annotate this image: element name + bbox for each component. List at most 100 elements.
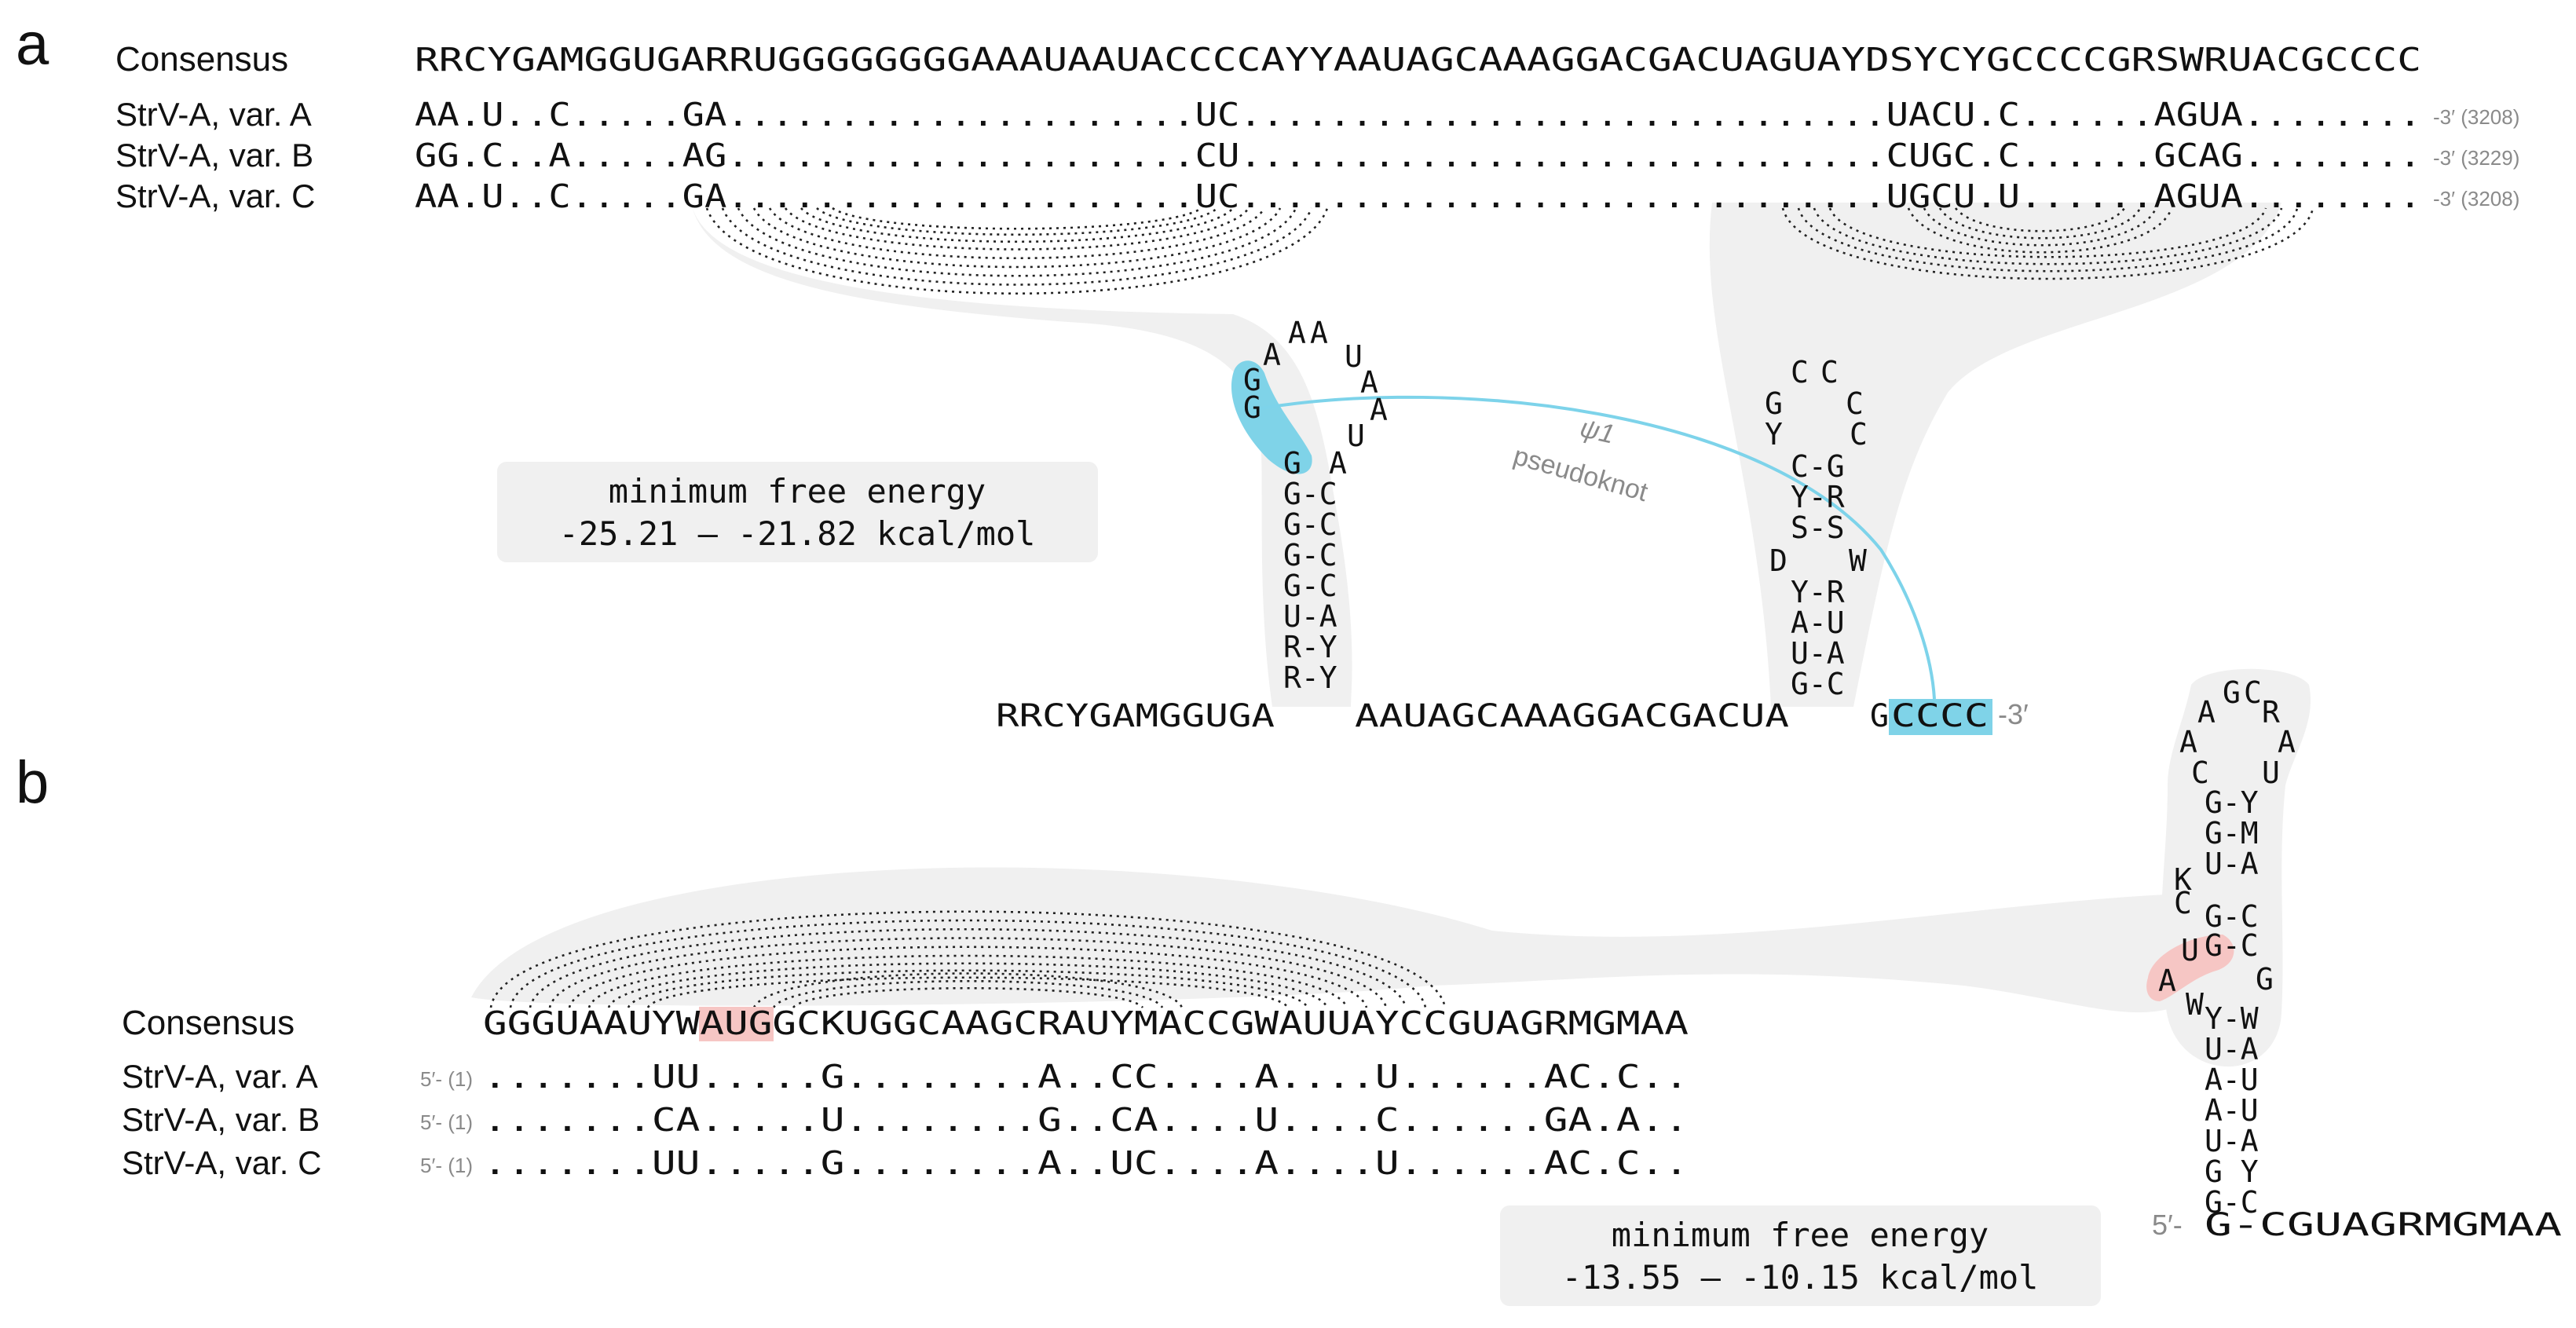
hb-pair-4: Y-W [2205,1001,2259,1036]
panel-b-variant-a-prefix: 5′- (1) [420,1067,473,1091]
hb-loop-g: G [2223,675,2241,710]
panel-a-variant-b-suffix: -3′ (3229) [2433,146,2519,170]
h1-g3: G [1283,446,1301,481]
h1-pair-3: G-C [1283,538,1337,573]
panel-b-variant-b-seq: .......CA.....U........G..CA....U....C..… [483,1101,1689,1139]
panel-b-variant-c-prefix: 5′- (1) [420,1154,473,1177]
panel-b-variant-b-prefix: 5′- (1) [420,1110,473,1134]
panel-b-variant-a-label: StrV-A, var. A [122,1058,318,1095]
hb-loop-u: U [2262,755,2280,790]
hb-pair-2: G-M [2205,816,2259,851]
panel-b-variant-b-label: StrV-A, var. B [122,1101,320,1138]
hb-loop-c2: C [2191,755,2209,790]
panel-b-consensus-pre: GGGUAAUYW [483,1004,701,1042]
panel-a-base-3prime: -3′ [1998,698,2029,730]
hb-pair-9: G Y [2205,1154,2259,1189]
h2-loop-y: Y [1765,417,1783,452]
panel-a-variant-b-seq: GG.C..A.....AG.....................CU...… [415,137,2421,174]
hairpin1-ggg-highlight [1231,360,1312,474]
panel-a-variant-c-label: StrV-A, var. C [115,177,315,214]
hb-u: U [2181,933,2199,968]
panel-a-mfe-box [497,462,1098,562]
hairpin-b-aug-highlight [2146,935,2234,1001]
hb-g: G [2256,962,2274,997]
panel-b-consensus-aug: AUG [700,1004,772,1042]
hairpin-1: A A A U A A U G G G A G-C G-C G-C G-C U-… [1243,316,1388,695]
panel-a-base-left: RRCYGAMGGUGA [996,698,1275,734]
h1-pair-4: G-C [1283,569,1337,603]
h1-loop-a2: A [1288,316,1306,350]
panel-b-letter: b [16,749,49,816]
hairpin-b: A G C R A A C U G-Y G-M U-A K C G-C U G-… [2158,675,2296,1220]
hb-pair-10: G-C [2205,1185,2259,1220]
h1-loop-a4: A [1360,365,1378,400]
h2-pair-6: U-A [1791,636,1845,671]
pseudoknot-symbol: ψ1 [1577,413,1617,450]
h2-loop-c1: C [1791,355,1809,390]
hb-pair-8: U-A [2205,1124,2259,1158]
h2-pair-1: C-G [1791,449,1845,484]
h1-g1: G [1243,363,1261,397]
shade-hairpin2 [1709,203,2281,707]
hb-loop-a2: A [2179,725,2197,759]
hb-pair-6: A-U [2205,1063,2259,1097]
panel-b-mfe-title: minimum free energy [1612,1216,1989,1254]
panel-b-consensus-label: Consensus [122,1004,295,1042]
hb-loop-r: R [2262,695,2280,730]
panel-a-consensus-seq: RRCYGAMGGUGARRUGGGGGGGGAAAUAAUACCCCAYYAA… [415,41,2421,79]
panel-a-base-cccc: CCCC [1891,698,1989,734]
panel-a-mfe-title: minimum free energy [609,472,986,510]
h2-pair-5: A-U [1791,605,1845,640]
shade-panel-b [471,867,2183,1013]
hb-pair-1: G-Y [2205,785,2259,820]
panel-a-variant-a-suffix: -3′ (3208) [2433,105,2519,129]
pseudoknot-label: pseudoknot [1510,441,1652,507]
hb-pair-3: U-A [2205,847,2259,881]
arcs-panel-b [489,910,1447,1008]
panel-a-base-g: G [1870,698,1889,734]
panel-b-variant-c-label: StrV-A, var. C [122,1144,321,1181]
h1-pair-2: G-C [1283,507,1337,542]
cccc-highlight [1889,699,1992,735]
hb-loop-a3: A [2278,725,2296,759]
h2-bulge-d: D [1769,543,1787,578]
h1-loop-a5: A [1370,393,1388,427]
h1-pair-7: R-Y [1283,660,1337,695]
hb-w: W [2186,987,2204,1022]
hb-pair-gc2: G-C [2205,928,2259,963]
h1-pair-5: U-A [1283,599,1337,634]
h1-pair-1: G-C [1283,477,1337,511]
panel-a-variant-b-label: StrV-A, var. B [115,137,313,174]
hb-pair-7: A-U [2205,1093,2259,1128]
panel-a-variant-c-seq: AA.U..C.....GA.....................UC...… [415,177,2421,215]
h2-loop-c3: C [1846,386,1864,421]
panel-a: a Consensus RRCYGAMGGUGARRUGGGGGGGGAAAUA… [16,11,2519,735]
h1-pair-6: R-Y [1283,630,1337,664]
panel-b-mfe-range: -13.55 — -10.15 kcal/mol [1562,1258,2039,1297]
hairpin-2: C C G C Y C C-G Y-R S-S D W Y-R A-U U-A … [1765,355,1868,701]
hb-a: A [2158,964,2176,998]
panel-a-variant-a-label: StrV-A, var. A [115,96,312,133]
arcs-right [1781,207,2314,280]
panel-a-base-mid: AAUAGCAAAGGACGACUA [1355,698,1789,734]
h2-loop-c2: C [1820,355,1839,390]
h2-pair-4: Y-R [1791,575,1845,609]
shade-hairpin1 [691,203,1352,707]
arcs-left [705,207,1329,295]
pseudoknot-arc [1260,395,1936,700]
h2-pair-7: G-C [1791,667,1845,701]
hb-c: C [2174,886,2192,920]
panel-b-variant-c-seq: .......UU.....G........A..UC....A....U..… [483,1144,1689,1182]
h2-loop-c4: C [1850,417,1868,452]
h1-loop-u1: U [1345,339,1363,374]
panel-b-variant-a-seq: .......UU.....G........A..CC....A....U..… [483,1058,1689,1096]
h1-g2: G [1243,390,1261,425]
hb-k: K [2174,862,2192,897]
h2-loop-g: G [1765,386,1783,421]
aug-highlight [699,1007,774,1041]
panel-a-mfe-range: -25.21 — -21.82 kcal/mol [559,514,1036,553]
hb-pair-gc1: G-C [2205,899,2259,934]
h1-a: A [1329,446,1347,481]
